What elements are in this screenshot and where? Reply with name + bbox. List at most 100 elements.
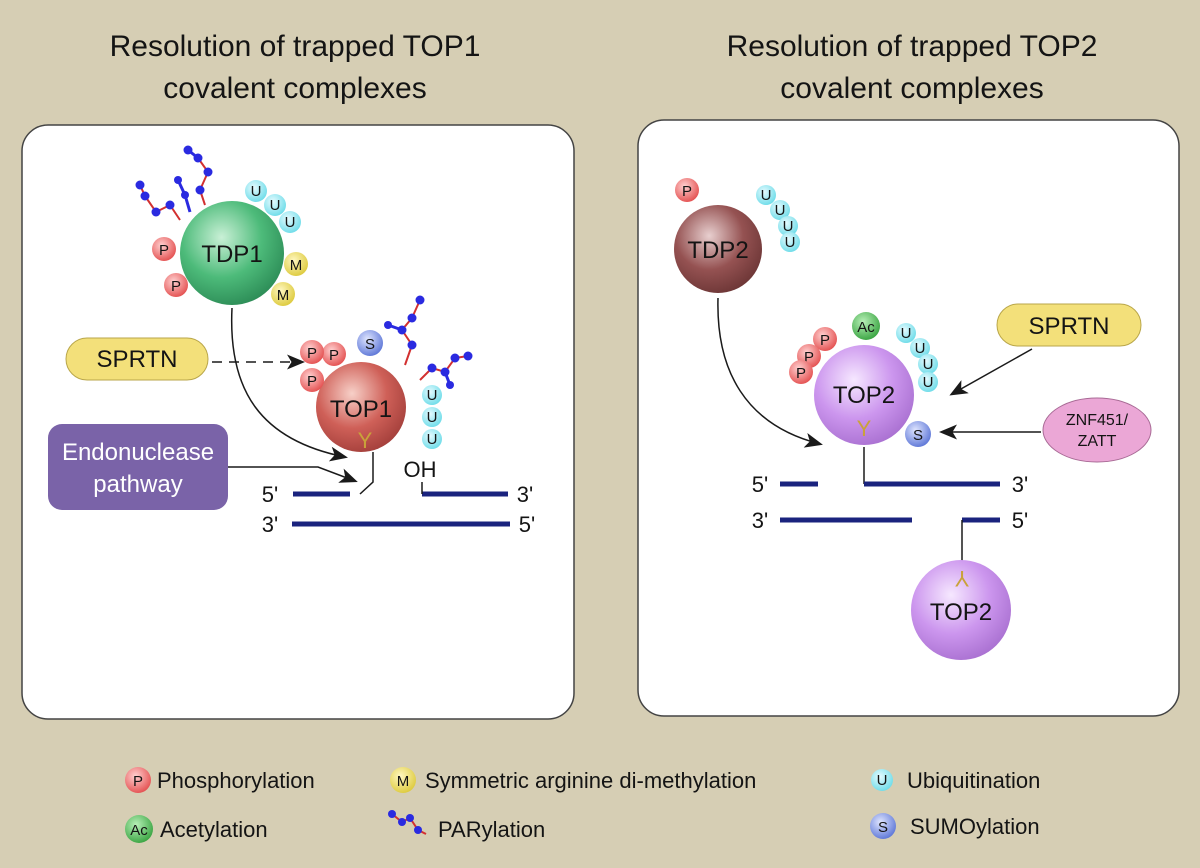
left-top-5: 5' [262, 482, 278, 507]
phospho-badge: P [159, 242, 169, 259]
legend: P Phosphorylation M Symmetric arginine d… [125, 767, 1040, 843]
ubiquitin-badge: U [775, 202, 786, 219]
top1-ubiquitins: U U U [422, 385, 442, 449]
top1-par-chains [384, 295, 473, 389]
ubiquitin-badge: U [427, 387, 438, 404]
ubiquitin-badge: U [427, 409, 438, 426]
top1-phospho-extra [300, 340, 324, 364]
legend-parylation: PARylation [438, 817, 545, 842]
phospho-badge: P [307, 345, 317, 362]
endonuclease-line1: Endonuclease [62, 439, 214, 466]
left-title-line1: Resolution of trapped TOP1 [110, 30, 481, 63]
methyl-badge: M [397, 773, 410, 790]
phospho-badge: P [682, 183, 692, 200]
ubiquitin-badge: U [783, 218, 794, 235]
ubiquitin-badge: U [285, 214, 296, 231]
endonuclease-arrow [228, 466, 358, 483]
right-dna [780, 481, 1000, 523]
legend-ubiquitin-icon [871, 769, 893, 791]
phospho-badge: P [133, 773, 143, 790]
sumo-badge: S [878, 819, 888, 836]
legend-acetylation: Acetylation [160, 817, 268, 842]
phospho-badge: P [796, 365, 806, 382]
left-top-3: 3' [517, 482, 533, 507]
top2-upper-protein [814, 345, 914, 445]
right-bottom-5: 5' [1012, 508, 1028, 533]
ubiquitin-badge: U [427, 431, 438, 448]
phospho-badge: P [329, 347, 339, 364]
left-dna [292, 482, 510, 527]
top1-sumo [357, 330, 383, 356]
legend-sumo-icon [870, 813, 896, 839]
top2-sumo [905, 421, 931, 447]
ubiquitin-badge: U [923, 356, 934, 373]
tdp1-par-chains [135, 145, 213, 221]
tdp2-ubiquitins: U U U U [756, 185, 800, 252]
phospho-badge: P [820, 332, 830, 349]
top2-lower-protein [911, 560, 1011, 660]
top1-protein [316, 362, 406, 452]
endonuclease-line2: pathway [93, 471, 182, 498]
top1-tyrosine: Y [358, 428, 373, 453]
sumo-badge: S [913, 427, 923, 444]
legend-ubiquitination: Ubiquitination [907, 768, 1040, 793]
ubiquitin-badge: U [915, 340, 926, 357]
right-top-5: 5' [752, 472, 768, 497]
legend-methyl-icon [390, 767, 416, 793]
legend-phosphorylation: Phosphorylation [157, 768, 315, 793]
ubiquitin-badge: U [785, 234, 796, 251]
left-bottom-5: 5' [519, 512, 535, 537]
right-bottom-3: 3' [752, 508, 768, 533]
top2-upper-label: TOP2 [833, 382, 895, 409]
left-panel [21, 124, 575, 720]
right-title-line2: covalent complexes [780, 72, 1043, 105]
left-title-line2: covalent complexes [163, 72, 426, 105]
acetyl-badge: Ac [857, 319, 875, 336]
top2-tyrosine: Y [857, 416, 872, 441]
sprtn-right-arrow [949, 348, 1033, 396]
tdp1-arrow [230, 307, 348, 462]
left-bottom-3: 3' [262, 512, 278, 537]
top2-phosphos: P P P [789, 327, 837, 384]
acetyl-badge: Ac [130, 822, 148, 839]
endonuclease-box [48, 424, 228, 510]
tdp2-phospho [675, 178, 699, 202]
phospho-badge: P [307, 373, 317, 390]
top2-lower-tyrosine: Y [954, 566, 969, 591]
tdp2-arrow [717, 297, 823, 448]
top2-ubiquitins: U U U U [896, 323, 938, 392]
tdp1-phosphos: P P [152, 237, 188, 297]
legend-sumoylation: SUMOylation [910, 814, 1040, 839]
tdp1-ubiquitins: U U U [245, 180, 301, 233]
top1-dna-link [359, 452, 374, 495]
ubiquitin-badge: U [901, 325, 912, 342]
sprtn-right-label: SPRTN [1029, 313, 1110, 340]
sumo-badge: S [365, 336, 375, 353]
legend-acetyl-icon [125, 815, 153, 843]
ubiquitin-badge: U [877, 772, 888, 789]
sprtn-left-label: SPRTN [97, 346, 178, 373]
ubiquitin-badge: U [251, 183, 262, 200]
ubiquitin-badge: U [923, 374, 934, 391]
phospho-badge: P [804, 349, 814, 366]
tdp2-label: TDP2 [687, 237, 748, 264]
right-title-line1: Resolution of trapped TOP2 [727, 30, 1098, 63]
legend-phospho-icon [125, 767, 151, 793]
tdp1-protein [180, 201, 284, 305]
znf451-zatt [1042, 397, 1152, 463]
top2-lower-label: TOP2 [930, 599, 992, 626]
methyl-badge: M [290, 257, 303, 274]
sprtn-right-box [996, 303, 1142, 347]
tdp1-label: TDP1 [201, 241, 262, 268]
top2-acetyl [852, 312, 880, 340]
oh-label: OH [404, 457, 437, 482]
top1-phosphos: P P [300, 342, 346, 392]
phospho-badge: P [171, 278, 181, 295]
top1-label: TOP1 [330, 396, 392, 423]
znf-line1: ZNF451/ [1066, 412, 1129, 429]
ubiquitin-badge: U [270, 197, 281, 214]
sprtn-left-box [65, 337, 209, 381]
znf-line2: ZATT [1078, 433, 1117, 450]
tdp1-methyls: M M [271, 252, 308, 306]
